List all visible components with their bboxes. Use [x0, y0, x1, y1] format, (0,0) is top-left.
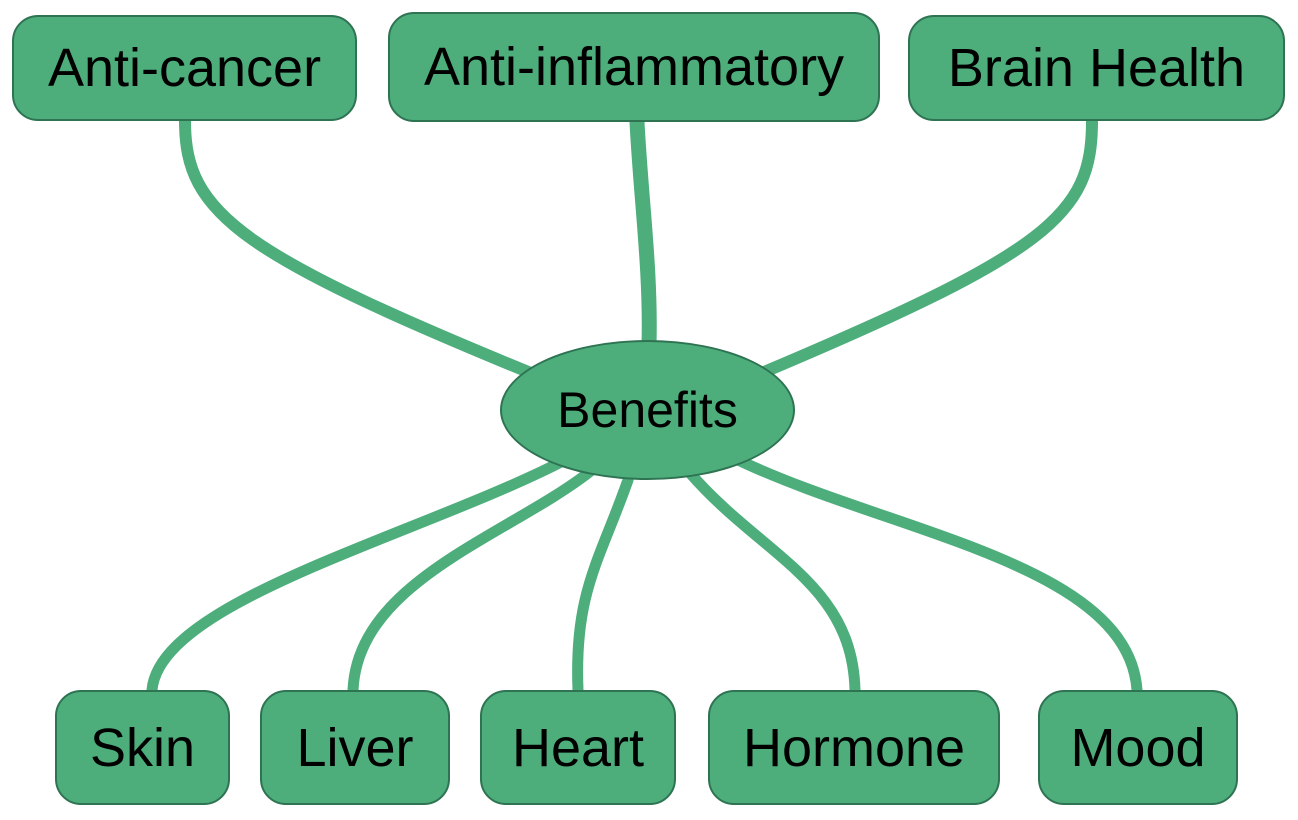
node-anti-inflammatory-label: Anti-inflammatory — [423, 37, 845, 97]
node-mood: Mood — [1038, 690, 1238, 805]
node-brain-health: Brain Health — [908, 15, 1285, 121]
node-anti-inflammatory: Anti-inflammatory — [388, 12, 880, 122]
node-heart-label: Heart — [511, 717, 645, 778]
node-hormone-label: Hormone — [742, 717, 966, 778]
node-heart: Heart — [480, 690, 676, 805]
node-hormone: Hormone — [708, 690, 1000, 805]
connector-heart — [572, 474, 634, 696]
connector-skin — [146, 454, 571, 696]
node-benefits-center: Benefits — [500, 340, 795, 480]
node-mood-label: Mood — [1070, 717, 1206, 778]
node-skin: Skin — [55, 690, 230, 805]
connector-mood — [726, 451, 1143, 696]
node-anti-cancer-label: Anti-cancer — [47, 38, 322, 98]
node-liver: Liver — [260, 690, 450, 805]
connector-hormone — [684, 467, 861, 696]
connector-liver — [347, 464, 598, 696]
connector-anti-inflammatory — [629, 114, 657, 353]
connector-brain-health — [744, 115, 1098, 384]
node-liver-label: Liver — [296, 717, 414, 778]
node-brain-health-label: Brain Health — [947, 38, 1246, 98]
node-benefits-label: Benefits — [557, 382, 738, 438]
connector-anti-cancer — [179, 115, 566, 391]
node-anti-cancer: Anti-cancer — [12, 15, 357, 121]
node-skin-label: Skin — [89, 717, 196, 778]
